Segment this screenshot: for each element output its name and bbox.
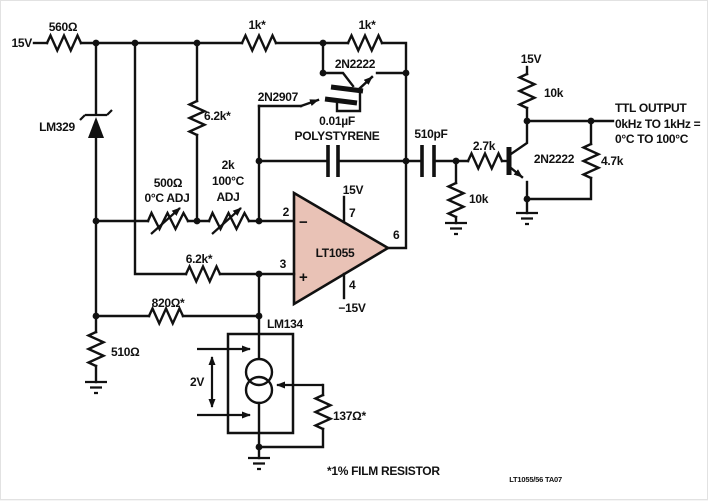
cap-feedback-value: 0.01µF <box>319 114 355 128</box>
r10k-right-label: 10k <box>544 86 564 100</box>
opamp-pin7: 7 <box>349 206 356 220</box>
pot-2k <box>207 210 251 232</box>
pot500-value: 500Ω <box>154 176 183 190</box>
lm134-current-source <box>197 332 334 471</box>
supply-right-label: 15V <box>521 52 542 66</box>
pot-500 <box>146 210 190 232</box>
lm134-label: LM134 <box>267 317 303 331</box>
lm134-box <box>226 332 295 435</box>
r137-label: 137Ω* <box>333 409 366 423</box>
film-note: *1% FILM RESISTOR <box>327 464 440 478</box>
q2n2222-top-label: 2N2222 <box>335 57 376 71</box>
opamp-pin6: 6 <box>393 228 400 242</box>
r4k7-label: 4.7k <box>601 154 624 168</box>
labels: 15V 560Ω 1k* 1k* 2N2222 2N2907 LM329 6.2… <box>12 18 701 484</box>
pot-2k-arrow <box>211 207 242 235</box>
opamp-pin3: 3 <box>280 257 287 271</box>
pot-500-arrow <box>150 207 181 235</box>
cap-feedback-type: POLYSTYRENE <box>295 129 380 143</box>
ttl-line3: 0°C TO 100°C <box>615 132 689 146</box>
ground-left <box>85 380 107 395</box>
resistor-1k-b <box>346 32 384 54</box>
resistor-10k-mid <box>445 181 467 219</box>
output-stage <box>445 65 615 236</box>
opamp-name: LT1055 <box>316 246 355 260</box>
q2n2907-base-bar <box>324 96 358 106</box>
resistor-6k2-bottom <box>184 263 222 285</box>
zener-arrow <box>88 117 104 138</box>
ground-mid <box>445 221 467 236</box>
r510-label: 510Ω <box>111 345 140 359</box>
cap-coupling-label: 510pF <box>414 127 447 141</box>
r10k-mid-label: 10k <box>469 192 489 206</box>
pin3-chain <box>94 263 296 360</box>
opamp-pin2: 2 <box>283 205 290 219</box>
pot2k-temp: 100°C <box>212 174 245 188</box>
opamp-minus-sign: − <box>299 214 308 231</box>
opamp-vminus: −15V <box>338 301 365 315</box>
q2n2222-base-bar <box>330 84 364 94</box>
pot500-adj: 0°C ADJ <box>145 191 190 205</box>
resistor-820 <box>147 305 185 327</box>
opamp-lt1055 <box>292 190 391 307</box>
ttl-line1: TTL OUTPUT <box>615 101 687 115</box>
ground-right <box>516 211 538 226</box>
q2n2222-emitter <box>357 75 374 91</box>
resistor-510 <box>85 330 107 368</box>
lm329-label: LM329 <box>39 120 75 134</box>
part-code: LT1055/56 TA07 <box>509 475 562 484</box>
zener-diode-lm329 <box>79 109 113 121</box>
adjust-pots <box>94 207 296 235</box>
r1k-a-label: 1k* <box>248 18 266 32</box>
r2k7-label: 2.7k <box>473 139 496 153</box>
ttl-line2: 0kHz TO 1kHz = <box>615 117 701 131</box>
resistor-4k7 <box>580 142 602 180</box>
opamp-plus-sign: + <box>299 269 308 286</box>
resistor-1k-a <box>240 32 278 54</box>
resistor-2k7 <box>466 150 504 172</box>
pot2k-adj: ADJ <box>216 190 239 204</box>
r1k-b-label: 1k* <box>358 18 376 32</box>
q2n2222-right-label: 2N2222 <box>534 152 575 166</box>
r560-label: 560Ω <box>49 20 78 34</box>
opamp-pin4: 4 <box>349 278 356 292</box>
r820-label: 820Ω* <box>152 296 185 310</box>
capacitor-row <box>257 145 470 177</box>
q2n2222-right-emitter <box>509 166 524 179</box>
vertical-branches <box>133 41 208 276</box>
resistor-137 <box>312 393 334 431</box>
resistor-10k-right <box>516 72 538 110</box>
q2n2907-label: 2N2907 <box>258 90 299 104</box>
v2-label: 2V <box>190 375 204 389</box>
pot2k-value: 2k <box>222 158 235 172</box>
r6k2-bottom-label: 6.2k* <box>186 252 213 266</box>
lm329-branch <box>79 41 113 395</box>
cap-510pF <box>420 145 436 177</box>
opamp-triangle <box>292 190 391 307</box>
supply-left-label: 15V <box>12 36 33 50</box>
cap-0_01uF <box>326 145 340 177</box>
resistor-560 <box>45 32 83 54</box>
top-rail <box>32 32 408 250</box>
resistor-6k2-top <box>186 99 208 137</box>
transistor-pair <box>255 41 410 223</box>
q2n2907-emitter <box>299 98 320 108</box>
ground-lm134 <box>248 456 270 471</box>
opamp-vplus: 15V <box>343 183 364 197</box>
r6k2-top-label: 6.2k* <box>204 109 231 123</box>
